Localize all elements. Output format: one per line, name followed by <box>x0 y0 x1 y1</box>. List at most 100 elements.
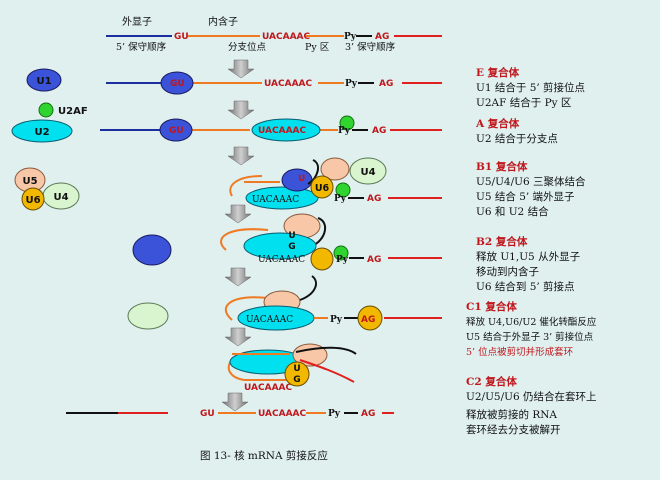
intron-label: 内含子 <box>208 15 238 28</box>
seq-py: Py <box>344 32 357 42</box>
u4-label: U4 <box>53 192 68 203</box>
seq-gu: GU <box>170 79 185 89</box>
seq-ag: AG <box>367 255 381 265</box>
complex-a: A 复合体 U2 结合于分支点 <box>476 117 558 147</box>
complex-line: U6 和 U2 结合 <box>476 206 549 218</box>
py-region-label: Py 区 <box>305 42 330 53</box>
complex-title: B1 复合体 <box>476 161 528 173</box>
figure-caption: 图 13- 核 mRNA 剪接反应 <box>200 450 328 462</box>
complex-c2: C2 复合体 U2/U5/U6 仍结合在套环上 <box>466 375 597 405</box>
down-arrow-icon <box>221 392 249 412</box>
u6-particle <box>310 175 334 199</box>
u2-particle <box>11 119 73 143</box>
seq-py: Py <box>336 255 349 265</box>
seq-uacaaac: UACAAAC <box>262 32 310 42</box>
u-label: U <box>288 231 295 241</box>
exon5-strand <box>295 346 357 355</box>
u4-particle <box>349 157 387 185</box>
seq-gu: GU <box>200 409 215 419</box>
complex-line: U5 结合 5’ 端外显子 <box>476 191 575 203</box>
u-label: U <box>298 174 305 184</box>
seq-ag: AG <box>361 409 375 419</box>
u6-particle <box>21 187 45 211</box>
u-label: U <box>293 364 300 374</box>
conserved-3-label: 3’ 保守顺序 <box>345 41 396 53</box>
down-arrow-icon <box>227 59 255 79</box>
down-arrow-icon <box>224 267 252 287</box>
complex-title: C1 复合体 <box>466 301 517 313</box>
seq-ag: AG <box>379 79 393 89</box>
seq-uacaaac: UACAAAC <box>258 255 305 265</box>
u2af-particle <box>38 102 54 118</box>
u6-particle <box>357 305 383 331</box>
down-arrow-icon <box>224 204 252 224</box>
u6-particle <box>284 361 310 387</box>
seq-py: Py <box>334 194 347 204</box>
complex-line: U6 结合到 5’ 剪接点 <box>476 281 575 293</box>
exon3-strand <box>299 359 355 383</box>
seq-uacaaac: UACAAAC <box>246 315 293 325</box>
complex-title: E 复合体 <box>476 67 520 79</box>
u5-particle <box>320 157 350 181</box>
seq-ag: AG <box>375 32 389 42</box>
complex-title: A 复合体 <box>476 118 520 130</box>
u1-particle <box>281 168 313 192</box>
u2-particle <box>251 118 321 142</box>
complex-line: 释放 U1,U5 从外显子 <box>476 251 581 263</box>
u2af-particle <box>333 245 349 261</box>
complex-b1: B1 复合体 U5/U4/U6 三聚体结合 U5 结合 5’ 端外显子 U6 和… <box>476 160 586 220</box>
step-arrows <box>221 59 255 412</box>
u4-label: U4 <box>360 167 375 178</box>
u5-label: U5 <box>22 176 37 187</box>
complex-line: 移动到内含子 <box>476 266 539 278</box>
seq-ag: AG <box>367 194 381 204</box>
u6-particle <box>310 247 334 271</box>
seq-gu: GU <box>169 126 184 136</box>
u2af-particle <box>339 115 355 131</box>
complex-title: C2 复合体 <box>466 376 517 388</box>
exon-label: 外显子 <box>122 16 152 28</box>
u2-particle <box>243 232 317 260</box>
exon5-strand <box>307 159 320 185</box>
seq-py: Py <box>345 79 358 89</box>
complex-e: E 复合体 U1 结合于 5’ 剪接位点 U2AF 结合于 Py 区 <box>476 66 585 111</box>
u2af-label: U2AF <box>58 106 88 117</box>
complex-title: B2 复合体 <box>476 236 528 248</box>
seq-gu: GU <box>174 32 189 42</box>
intron-loop <box>220 228 269 251</box>
u2af-particle <box>335 182 351 198</box>
down-arrow-icon <box>227 100 255 120</box>
down-arrow-icon <box>227 146 255 166</box>
seq-py: Py <box>330 315 343 325</box>
intron-loop <box>229 175 263 197</box>
u1-label: U1 <box>36 76 51 87</box>
u1-particle <box>159 118 193 142</box>
g-label: G <box>288 242 295 252</box>
u1-particle <box>132 234 172 266</box>
complex-line: U1 结合于 5’ 剪接位点 <box>476 82 586 94</box>
down-arrow-icon <box>224 327 252 347</box>
seq-uacaaac: UACAAAC <box>258 409 306 419</box>
complex-line: 释放 U4,U6/U2 催化转酯反应 <box>466 317 597 328</box>
conserved-5-label: 5’ 保守顺序 <box>116 41 167 53</box>
exon5-strand <box>299 275 317 301</box>
seq-ag: AG <box>372 126 386 136</box>
seq-uacaaac: UACAAAC <box>252 195 299 205</box>
branch-site-label: 分支位点 <box>228 41 267 53</box>
seq-ag: AG <box>361 315 375 325</box>
complex-line: U5/U4/U6 三聚体结合 <box>476 176 586 188</box>
u4-particle <box>127 302 169 330</box>
complex-line: U2 结合于分支点 <box>476 133 558 145</box>
seq-py: Py <box>328 409 341 419</box>
seq-uacaaac: UACAAAC <box>264 79 312 89</box>
intron-loop <box>224 296 269 321</box>
complex-line: 释放被剪接的 RNA <box>466 409 558 421</box>
seq-uacaaac: UACAAAC <box>244 383 292 393</box>
u1-particle <box>26 68 62 92</box>
complex-line: 套环经去分支被解开 <box>466 424 561 436</box>
complex-b2: B2 复合体 释放 U1,U5 从外显子 移动到内含子 U6 结合到 5’ 剪接… <box>476 235 580 295</box>
u6-label: U6 <box>315 183 330 194</box>
u2-label: U2 <box>34 127 49 138</box>
complex-line-red: 5’ 位点被剪切并形成套环 <box>466 347 574 358</box>
